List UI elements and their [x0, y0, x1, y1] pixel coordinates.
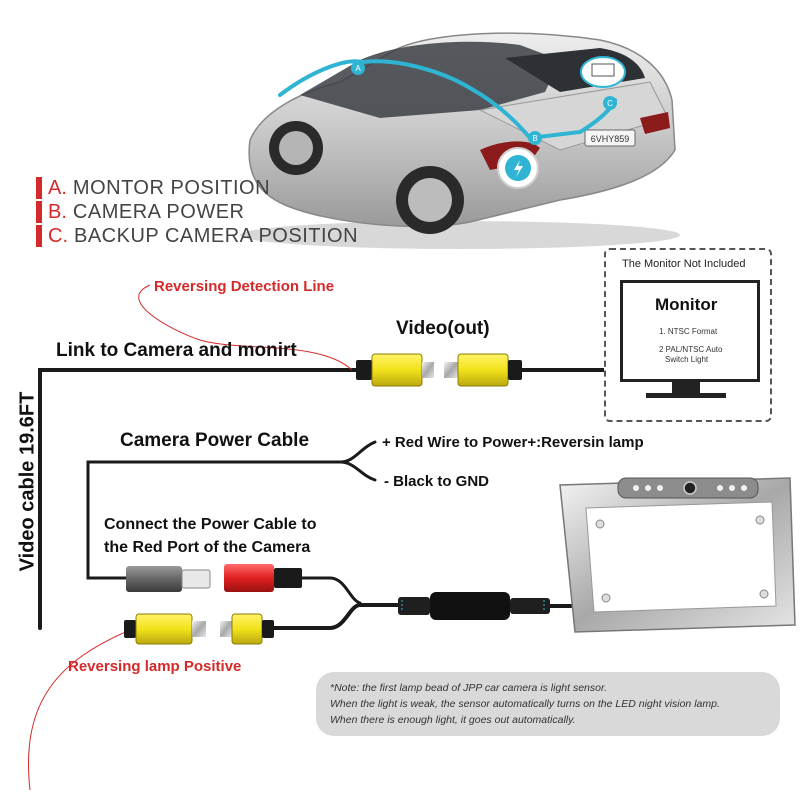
grey-power-plug: [126, 566, 211, 592]
label-video-out: Video(out): [396, 318, 490, 339]
inline-connector: [398, 592, 578, 620]
label-reversing-detection: Reversing Detection Line: [154, 278, 335, 295]
legend-item-camera-power: B. CAMERA POWER: [36, 200, 358, 224]
legend-text: BACKUP CAMERA POSITION: [74, 224, 359, 247]
monitor-stand: [646, 393, 726, 398]
legend-letter: A.: [48, 176, 67, 199]
legend-marker: [36, 201, 42, 223]
pointer-detection-line: [138, 284, 353, 371]
rca-yellow-plug-top-right: [444, 353, 522, 387]
label-video-cable-length: Video cable 19.6FT: [16, 391, 39, 572]
marker-b: B: [532, 134, 537, 143]
legend-text: MONTOR POSITION: [72, 176, 271, 199]
power-cable: [86, 440, 377, 605]
note-line-2: When the light is weak, the sensor autom…: [330, 698, 720, 710]
license-plate-frame: [559, 477, 796, 633]
note-line-3: When there is enough light, it goes out …: [330, 714, 576, 726]
label-connect-line-1: Connect the Power Cable to: [104, 516, 317, 533]
monitor-box: The Monitor Not Included Monitor 1. NTSC…: [604, 248, 772, 422]
rca-yellow-plug-top-left: [356, 353, 434, 387]
label-connect-line-2: the Red Port of the Camera: [104, 539, 311, 556]
label-link-camera: Link to Camera and monirt: [56, 340, 297, 361]
car-illustration: [240, 32, 680, 249]
video-cable: [38, 368, 610, 630]
legend-letter: B.: [48, 200, 67, 223]
monitor-title: Monitor: [655, 295, 718, 314]
label-camera-power-cable: Camera Power Cable: [120, 430, 310, 451]
marker-a: A: [355, 64, 361, 73]
rca-yellow-plug-bottom-left: [124, 613, 206, 645]
pointer-lamp-positive: [28, 629, 131, 791]
legend-marker: [36, 225, 42, 247]
rca-yellow-plug-bottom-right: [220, 613, 274, 645]
legend-item-camera-position: C. BACKUP CAMERA POSITION: [36, 224, 358, 248]
legend-letter: C.: [48, 224, 68, 247]
monitor-screen: Monitor 1. NTSC Format 2 PAL/NTSC Auto S…: [620, 280, 760, 382]
legend-text: CAMERA POWER: [72, 200, 245, 223]
car-plate: 6VHY859: [591, 134, 630, 144]
legend-item-monitor: A. MONTOR POSITION: [36, 176, 358, 200]
monitor-spec-2b: Switch Light: [665, 355, 709, 364]
note-line-1: *Note: the first lamp bead of JPP car ca…: [330, 682, 608, 694]
monitor-spec-2a: 2 PAL/NTSC Auto: [659, 345, 723, 354]
label-red-wire: + Red Wire to Power+:Reversin lamp: [382, 434, 644, 451]
legend: A. MONTOR POSITION B. CAMERA POWER C. BA…: [36, 176, 358, 248]
legend-marker: [36, 177, 42, 199]
monitor-spec-1: 1. NTSC Format: [659, 327, 718, 336]
note-box: *Note: the first lamp bead of JPP car ca…: [316, 672, 780, 736]
label-black-gnd: - Black to GND: [384, 473, 490, 490]
marker-c: C: [607, 99, 613, 108]
red-power-plug: [224, 564, 302, 592]
monitor-not-included: The Monitor Not Included: [622, 258, 746, 270]
label-reversing-lamp: Reversing lamp Positive: [68, 658, 242, 675]
monitor-neck: [672, 379, 700, 393]
backup-camera: [617, 477, 759, 499]
